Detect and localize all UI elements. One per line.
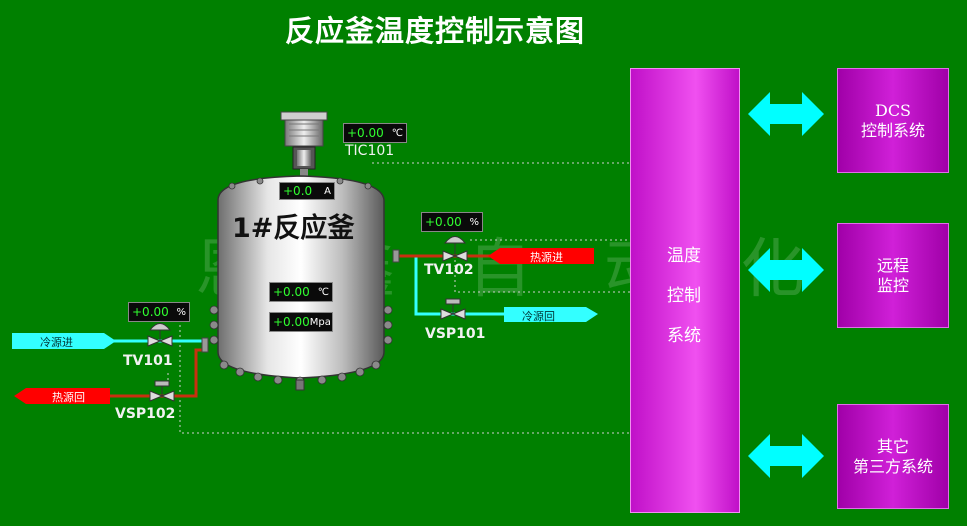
control-system-line2: 控制 (667, 286, 701, 306)
reactor-label: 1#反应釜 (232, 213, 355, 244)
agitator-current-value: +0.0 (283, 184, 313, 198)
valve-vsp101-body (440, 298, 466, 320)
dcs-system-box[interactable]: DCS 控制系统 (837, 68, 949, 173)
tv102-display: +0.00 % (421, 212, 483, 232)
remote-monitor-line2: 监控 (876, 275, 909, 295)
tv102-unit: % (469, 216, 479, 228)
tv102-tag: TV102 (424, 262, 474, 278)
agitator-current-display: +0.0 A (279, 182, 335, 200)
third-party-line1: 其它 (876, 436, 909, 456)
hot-in-label: 热源进 (530, 251, 563, 264)
remote-monitor-line1: 远程 (876, 255, 909, 275)
hot-return-pipe (100, 348, 206, 398)
dcs-system-line1: DCS (874, 100, 912, 120)
signal-line-tv102 (454, 245, 630, 293)
reactor-pressure-value: +0.00 (273, 315, 310, 329)
third-party-system-box[interactable]: 其它 第三方系统 (837, 404, 949, 509)
tv102-value: +0.00 (425, 215, 462, 229)
control-system-line3: 系统 (667, 326, 701, 346)
temperature-control-system[interactable]: 温度 控制 系统 (630, 68, 740, 513)
agitator-motor (280, 111, 328, 183)
vsp102-tag: VSP102 (115, 406, 176, 422)
dcs-system-line2: 控制系统 (860, 120, 925, 140)
third-party-line2: 第三方系统 (852, 456, 933, 476)
jacket-inlet-flange (201, 337, 209, 353)
reactor-pressure-unit: Mpa (309, 316, 331, 328)
hot-return-arrow (14, 388, 110, 404)
tv101-value: +0.00 (132, 305, 169, 319)
hot-in-arrow (488, 248, 594, 264)
tic101-unit: ℃ (391, 127, 403, 139)
tic101-tag: TIC101 (345, 143, 395, 159)
reactor-vessel (209, 175, 393, 391)
cold-return-arrow (504, 307, 598, 322)
agitator-current-unit: A (324, 185, 331, 197)
remote-monitor-box[interactable]: 远程 监控 (837, 223, 949, 328)
signal-lines (167, 162, 630, 434)
cold-return-pipe (414, 256, 520, 316)
tv101-display: +0.00 % (128, 302, 190, 322)
dcs-comm-arrow (748, 92, 824, 136)
tic101-value: +0.00 (347, 126, 384, 140)
reactor-temp-value: +0.00 (273, 285, 310, 299)
control-system-line1: 温度 (667, 246, 701, 266)
cold-in-arrow (12, 333, 116, 349)
third-party-comm-arrow (748, 434, 824, 478)
valve-tv102-body (442, 236, 468, 262)
hot-return-label: 热源回 (52, 391, 85, 404)
cold-in-label: 冷源进 (40, 336, 73, 349)
cold-return-label: 冷源回 (522, 310, 555, 323)
jacket-outlet-flange (392, 249, 400, 263)
comm-arrows (748, 92, 824, 478)
remote-comm-arrow (748, 248, 824, 292)
valve-tv101-body (147, 323, 173, 347)
tv101-unit: % (176, 306, 186, 318)
tic101-display: +0.00 ℃ (343, 123, 407, 143)
tv101-tag: TV101 (123, 353, 173, 369)
reactor-pressure-display: +0.00 Mpa (269, 312, 333, 332)
valve-vsp102-body (149, 380, 175, 402)
vsp101-tag: VSP101 (425, 326, 486, 342)
reactor-temp-display: +0.00 ℃ (269, 282, 333, 302)
reactor-temp-unit: ℃ (317, 286, 329, 298)
page-title: 反应釜温度控制示意图 (284, 14, 585, 48)
